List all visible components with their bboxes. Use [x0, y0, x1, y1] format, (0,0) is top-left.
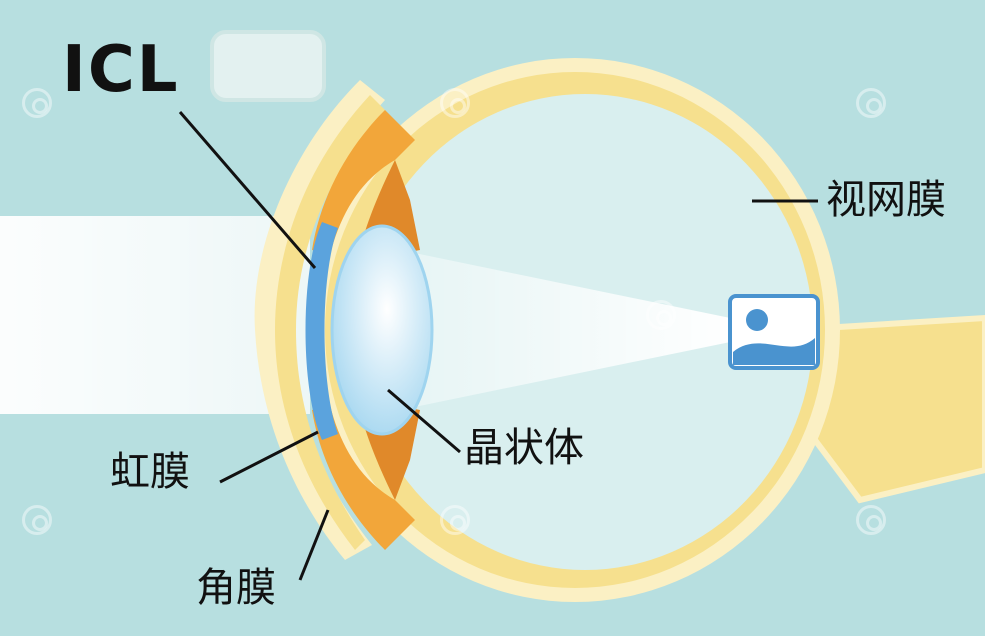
focus-beam — [400, 250, 740, 410]
icl-implant — [305, 222, 338, 440]
watermark-icon — [22, 88, 52, 118]
retina-label: 视网膜 — [826, 177, 946, 223]
icl-lens-icon — [210, 30, 326, 102]
watermark-icon — [856, 88, 886, 118]
watermark-icon — [856, 505, 886, 535]
cornea-pointer — [298, 509, 330, 581]
lens-label: 晶状体 — [464, 425, 584, 471]
iris-ciliary — [312, 110, 415, 255]
retina-image-icon — [728, 294, 820, 370]
icl-pointer — [178, 111, 317, 269]
watermark-icon — [646, 300, 676, 330]
watermark-icon — [440, 88, 470, 118]
watermark-icon — [440, 505, 470, 535]
cornea — [254, 80, 385, 560]
crystalline-lens — [330, 224, 434, 436]
icl-label: ICL — [62, 33, 180, 107]
cornea-label: 角膜 — [196, 565, 276, 611]
watermark-icon — [22, 505, 52, 535]
iris-pointer — [219, 430, 319, 484]
lens-pointer — [387, 388, 461, 454]
iris-label: 虹膜 — [110, 449, 190, 495]
